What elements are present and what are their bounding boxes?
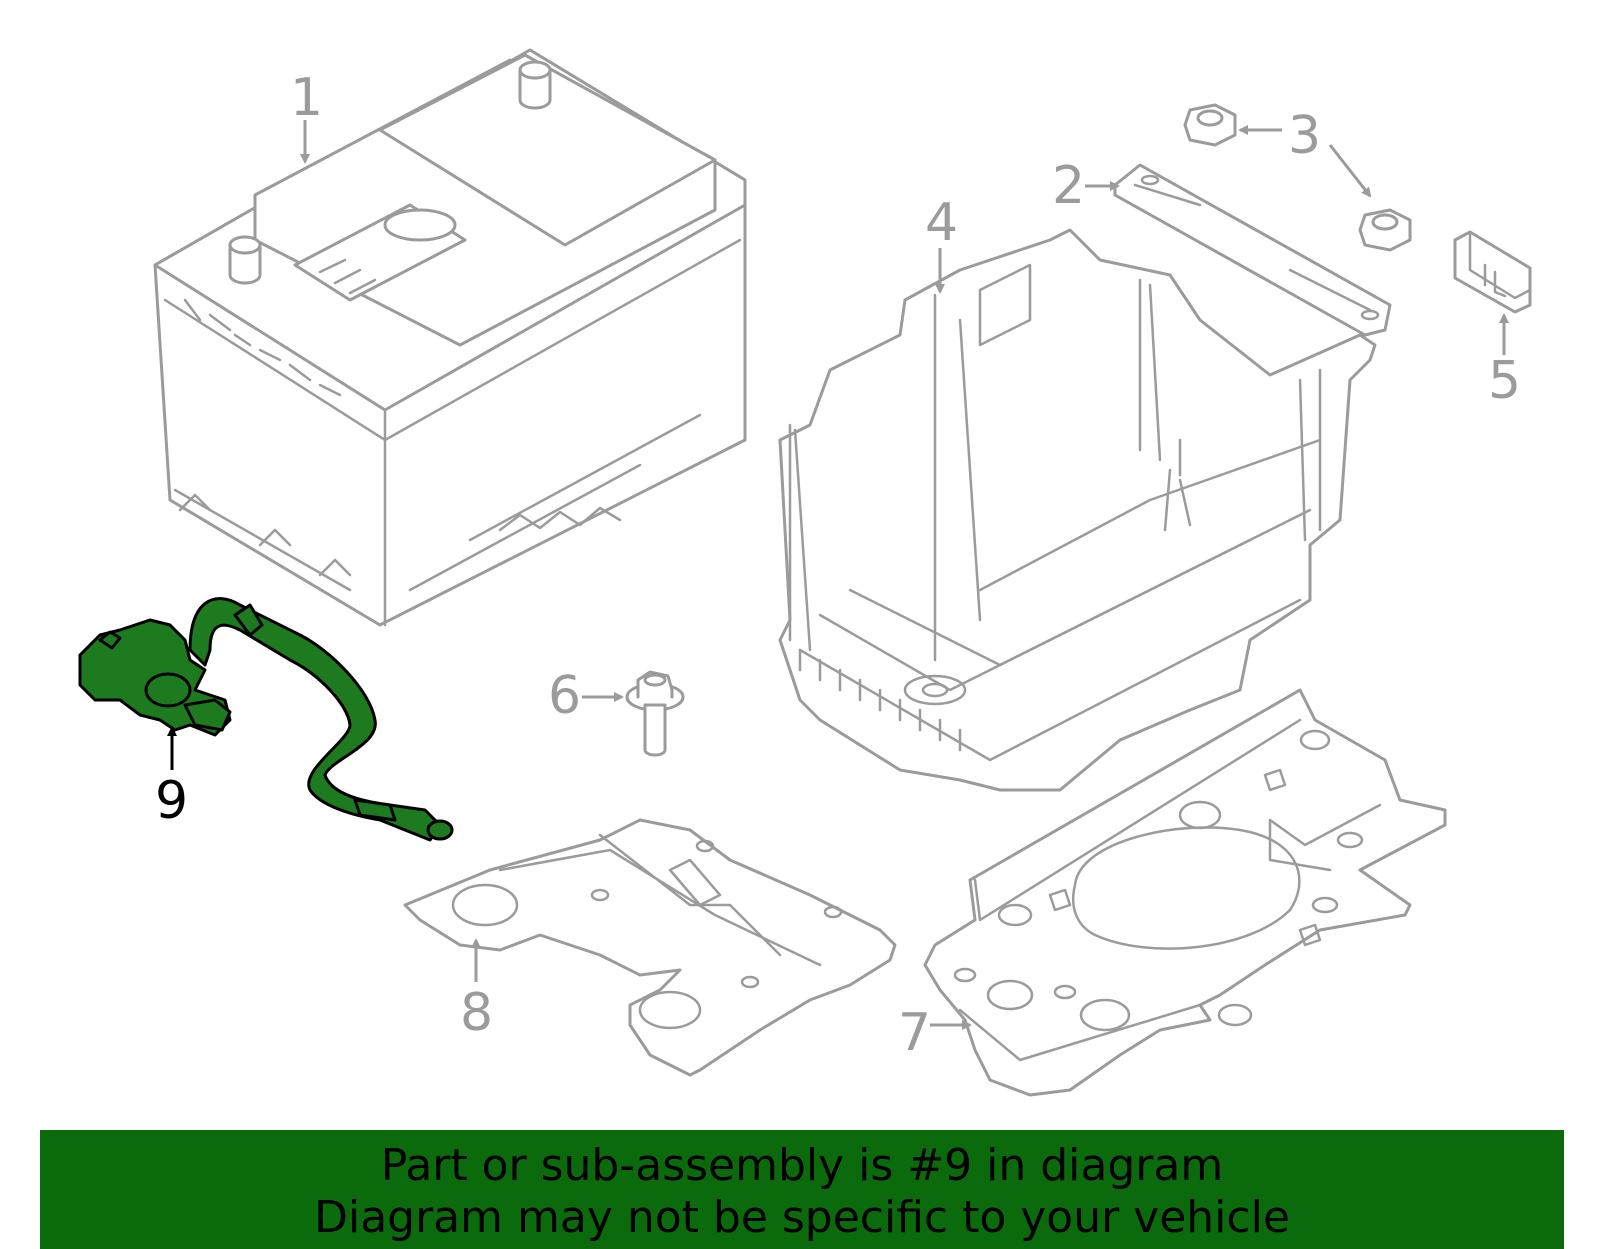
banner-line-2: Diagram may not be specific to your vehi… [314, 1192, 1290, 1243]
callout-label-7: 7 [898, 1003, 931, 1063]
callout-6: 6 [548, 666, 624, 726]
battery-tray-part-4[interactable] [778, 228, 1377, 792]
callout-label-2: 2 [1052, 156, 1085, 216]
callout-label-6: 6 [548, 666, 581, 726]
callout-1: 1 [290, 68, 323, 164]
callout-9: 9 [155, 726, 188, 831]
bolt-part-6[interactable] [625, 670, 685, 757]
nut-part-3[interactable] [1183, 103, 1412, 252]
callout-label-5: 5 [1488, 351, 1521, 411]
callout-3: 3 [1238, 106, 1372, 198]
callout-label-4: 4 [925, 193, 958, 253]
bracket-part-2[interactable] [1113, 163, 1392, 337]
callout-5: 5 [1488, 313, 1521, 411]
callout-2: 2 [1052, 156, 1120, 216]
callout-label-3: 3 [1288, 106, 1321, 166]
callout-4: 4 [925, 193, 958, 294]
callout-7: 7 [898, 1003, 972, 1063]
callout-label-8: 8 [460, 983, 493, 1043]
clip-part-5[interactable] [1453, 230, 1532, 314]
banner-line-1: Part or sub-assembly is #9 in diagram [380, 1140, 1224, 1191]
battery-part-1[interactable] [153, 48, 747, 627]
battery-cable-part-9[interactable] [78, 597, 454, 842]
callout-8: 8 [460, 938, 493, 1043]
callout-label-1: 1 [290, 68, 323, 128]
lower-plate-part-7[interactable] [923, 688, 1447, 1097]
info-banner: Part or sub-assembly is #9 in diagram Di… [40, 1130, 1564, 1249]
callout-label-9: 9 [155, 771, 188, 831]
upper-plate-part-8[interactable] [403, 818, 897, 1077]
